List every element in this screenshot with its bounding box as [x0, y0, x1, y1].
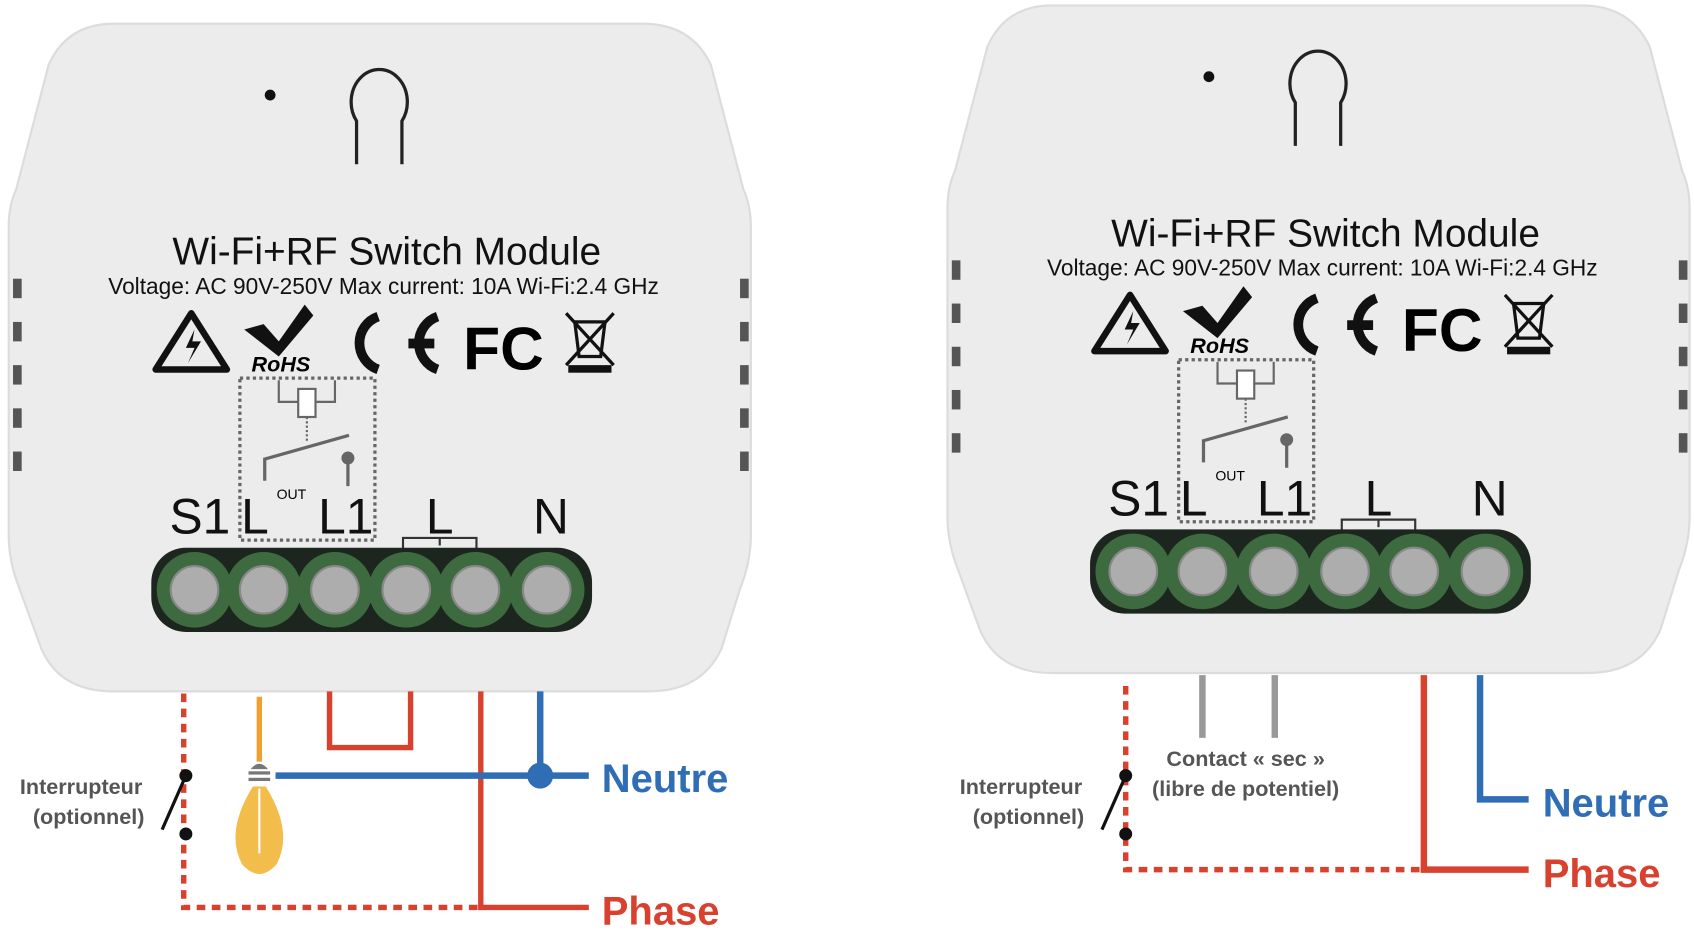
terminal-label-l1: L1	[1257, 470, 1312, 526]
right-wiring: Interrupteur (optionnel) Contact « sec »…	[960, 675, 1670, 896]
light-bulb-icon	[235, 763, 284, 874]
neutral-junction	[527, 762, 554, 789]
neutral-label: Neutre	[602, 757, 729, 801]
terminal-label-l1: L1	[318, 489, 373, 545]
neutral-wire	[1476, 675, 1529, 803]
module-specs: Voltage: AC 90V-250V Max current: 10A Wi…	[108, 273, 659, 299]
dry-contact-label: Contact « sec »	[1166, 746, 1324, 771]
terminal-label-n: N	[533, 489, 569, 545]
phase-wire	[478, 691, 589, 911]
terminal-label-lout: L	[241, 489, 269, 545]
optional-switch-wire	[1123, 685, 1424, 873]
terminal-label-s1: S1	[1108, 470, 1169, 526]
module-title: Wi-Fi+RF Switch Module	[172, 231, 601, 274]
optional-switch-wire	[181, 693, 481, 911]
rohs-icon: RoHS	[1190, 333, 1249, 358]
module-specs: Voltage: AC 90V-250V Max current: 10A Wi…	[1047, 254, 1598, 280]
module-title: Wi-Fi+RF Switch Module	[1111, 212, 1540, 255]
fcc-logo-icon: FC	[1402, 296, 1483, 364]
out-label: OUT	[1215, 468, 1245, 484]
switch-label-optional: (optionnel)	[973, 804, 1085, 829]
neutral-label: Neutre	[1543, 782, 1670, 826]
out-label: OUT	[277, 486, 307, 502]
terminal-label-l: L	[1365, 470, 1393, 526]
switch-module-left: Wi-Fi+RF Switch Module Voltage: AC 90V-2…	[9, 24, 751, 692]
terminal-label-s1: S1	[170, 489, 231, 545]
terminal-label-n: N	[1472, 470, 1508, 526]
phase-bridge-wire	[326, 691, 414, 751]
fcc-logo-icon: FC	[463, 314, 544, 382]
switch-module-right: Wi-Fi+RF Switch Module Voltage: AC 90V-2…	[947, 5, 1689, 673]
phase-label: Phase	[602, 890, 720, 934]
dry-contact-wires	[1199, 675, 1279, 738]
switch-label-optional: (optionnel)	[33, 804, 145, 829]
switch-icon	[160, 774, 188, 831]
terminal-label-l: L	[426, 489, 454, 545]
rohs-icon: RoHS	[252, 352, 311, 377]
terminal-label-lout: L	[1180, 470, 1208, 526]
phase-label: Phase	[1543, 852, 1661, 896]
dry-contact-sublabel: (libre de potentiel)	[1152, 776, 1339, 801]
left-wiring: Interrupteur (optionnel) Neutre Phase	[20, 691, 729, 934]
switch-label: Interrupteur	[20, 774, 143, 799]
switch-label: Interrupteur	[960, 774, 1083, 799]
switch-icon	[1100, 774, 1128, 831]
phase-wire	[1420, 675, 1529, 873]
